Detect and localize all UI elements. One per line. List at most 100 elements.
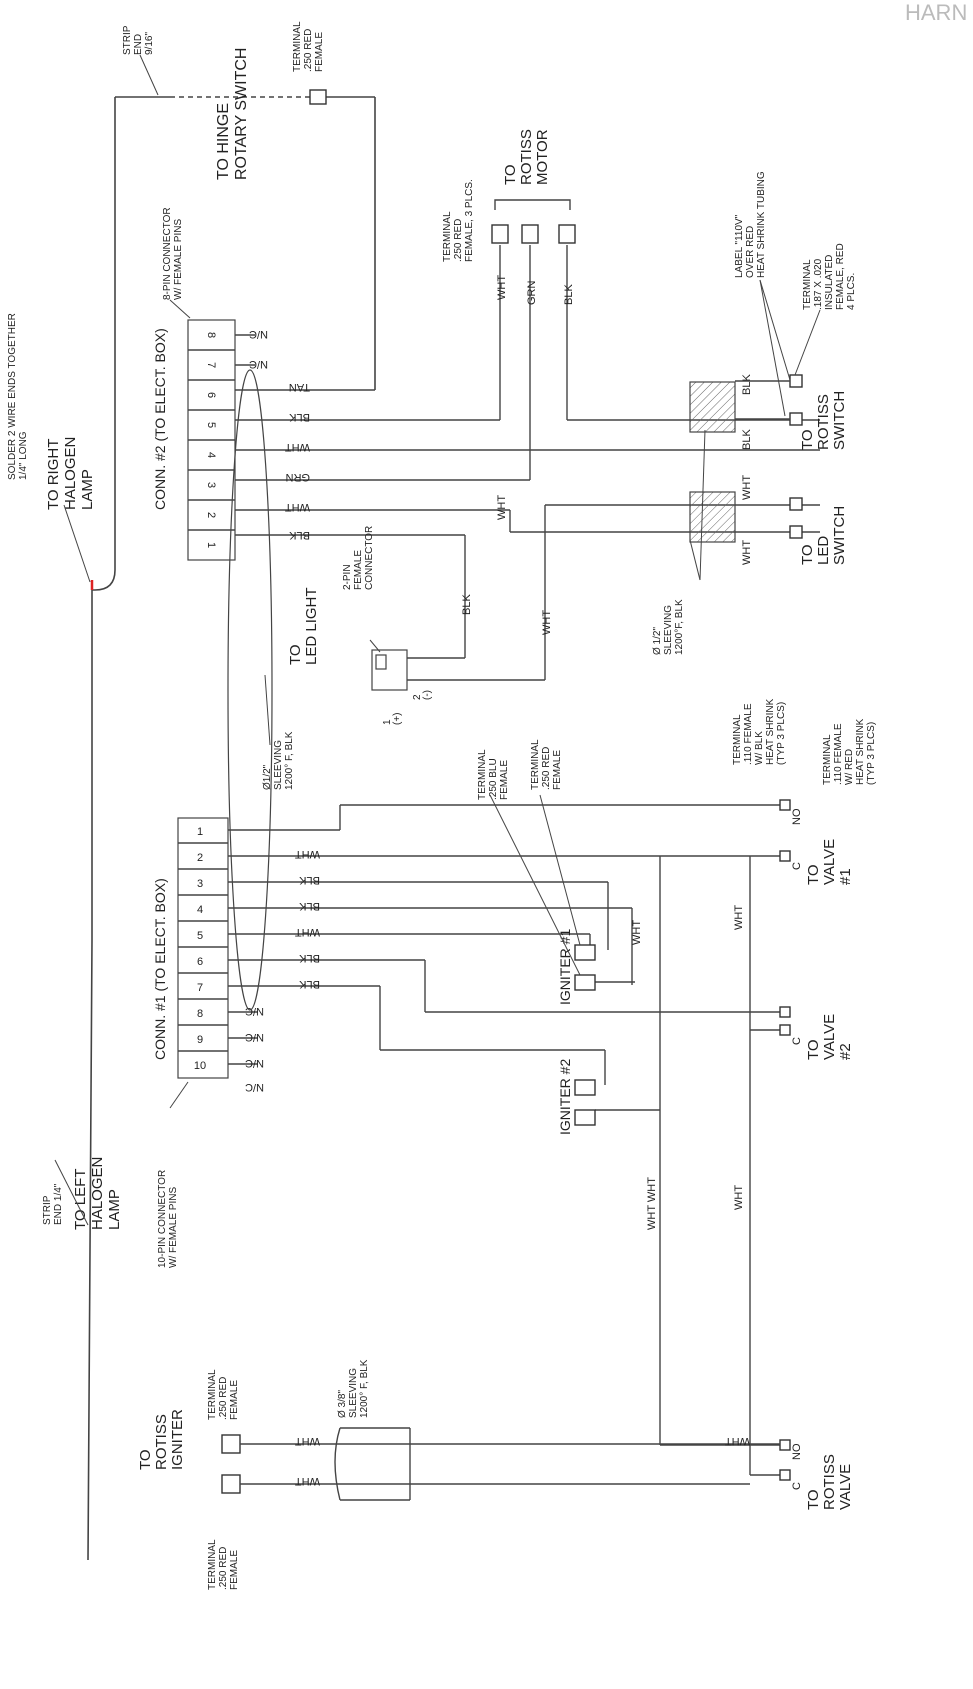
t110red-3: W/ RED [844, 749, 855, 785]
conn1-pin-9: 9 [197, 1034, 203, 1046]
conn1-wires: WHT BLK BLK WHT BLK BLK N/C N/C N/C N/C [228, 804, 780, 1476]
term-blu-2: .250 BLU [488, 758, 499, 800]
valve1-1: TO [805, 864, 822, 885]
sleeve38-1: Ø 3/8" [337, 1390, 348, 1418]
led-switch-3: SWITCH [831, 506, 848, 565]
conn1-pin-2: 2 [197, 852, 203, 864]
ri-wht-2: WHT [295, 1475, 320, 1487]
valve2-3: #2 [837, 1043, 854, 1060]
to-rotiss-motor-3: MOTOR [534, 129, 551, 185]
t110blk-2: .110 FEMALE [743, 703, 754, 765]
t110blk-3: W/ BLK [754, 731, 765, 765]
term-187-4: FEMALE, RED [835, 243, 846, 310]
conn1-pin-1: 1 [197, 826, 203, 838]
term-ri-bot-3: FEMALE [229, 1550, 240, 1590]
halogen-lamp-wires [87, 89, 376, 1561]
igniter2-terminals [574, 1079, 596, 1126]
right-lamp-3: LAMP [79, 469, 96, 510]
two-pin-2: FEMALE [353, 550, 364, 590]
conn2-wires: N/C N/C TAN BLK WHT GRN WHT BLK WHT GRN … [235, 245, 820, 681]
conn1-nc-8: N/C [245, 1005, 264, 1017]
rv-c: C [791, 1482, 803, 1490]
strip-end-bot-2: END 1/4" [53, 1183, 64, 1225]
rotiss-valve-terminals [779, 1439, 791, 1481]
rot-valve-3: VALVE [837, 1464, 854, 1510]
conn2-pin-2: 2 [205, 512, 217, 518]
pin1-plus: (+) [392, 713, 403, 726]
rotiss-switch-3: SWITCH [831, 391, 848, 450]
rot-valve-wht: WHT [733, 1185, 745, 1210]
term-187-3: INSULATED [824, 255, 835, 310]
t110red-5: (TYP 3 PLCS) [866, 722, 877, 785]
term-motor-3: FEMALE, 3 PLCS. [464, 179, 475, 262]
conn2-pin-7: 7 [205, 362, 217, 368]
rotiss-switch-terminals [735, 374, 803, 426]
valve2-1: TO [805, 1039, 822, 1060]
rot-ign-2: ROTISS [153, 1414, 170, 1470]
conn2-nc-8: N/C [249, 328, 268, 340]
sleeve38-2: SLEEVING [348, 1368, 359, 1418]
valve1-2: VALVE [821, 839, 838, 885]
conn1-pin-5: 5 [197, 930, 203, 942]
pin1: 1 [382, 719, 393, 725]
rot-sw-blk-1: BLK [741, 374, 753, 395]
rv-no-1: NO [791, 1443, 803, 1460]
igniter1-terminals [574, 944, 596, 991]
conn1-pin-10: 10 [194, 1060, 206, 1072]
label-110v-2: OVER RED [745, 226, 756, 278]
conn2-pin-6: 6 [205, 392, 217, 398]
conn2-pin-3: 3 [205, 482, 217, 488]
valve1-c: C [791, 862, 803, 870]
terminal-hinge-1: TERMINAL [292, 21, 303, 72]
term-red-ign-2: .250 RED [541, 747, 552, 790]
term-ri-top-1: TERMINAL [207, 1369, 218, 1420]
term-blu-1: TERMINAL [477, 749, 488, 800]
to-rotiss-motor-2: ROTISS [518, 129, 535, 185]
right-lamp-1: TO RIGHT [45, 439, 62, 510]
conn2-nc-7: N/C [249, 358, 268, 370]
conn1-wht-2: WHT [295, 848, 320, 860]
motor-grn: GRN [526, 281, 538, 306]
strip-end-top-3: 9/16" [144, 32, 155, 55]
led-2pin-connector [371, 649, 408, 691]
conn1-blk-3: BLK [299, 874, 320, 886]
left-lamp-3: LAMP [106, 1189, 123, 1230]
strip-end-top-1: STRIP [122, 25, 133, 55]
conn2-tan: TAN [289, 381, 310, 393]
t110red-4: HEAT SHRINK [855, 718, 866, 785]
terminal-hinge-3: FEMALE [314, 32, 325, 72]
term-187-1: TERMINAL [802, 259, 813, 310]
solder-2: 1/4" LONG [18, 431, 29, 480]
sleeve-a-3: 1200° F, BLK [284, 731, 295, 790]
term-blu-3: FEMALE [499, 760, 510, 800]
conn2-pin-8: 8 [205, 332, 217, 338]
sleeve38-3: 1200° F, BLK [359, 1359, 370, 1418]
conn1-pin-4: 4 [197, 904, 203, 916]
conn1-pin-6: 6 [197, 956, 203, 968]
sleeving-3-8 [334, 1427, 411, 1501]
conn2-blk-5: BLK [289, 411, 310, 423]
rot-ign-3: IGNITER [169, 1409, 186, 1470]
rotiss-switch-1: TO [799, 429, 816, 450]
rv-wht: WHT [725, 1435, 750, 1447]
t110blk-5: (TYP 3 PLCS) [776, 702, 787, 765]
sleeve-b-3: 1200°F, BLK [674, 599, 685, 655]
sleeve-b-1: Ø 1/2" [652, 627, 663, 655]
rotiss-igniter [221, 1427, 780, 1501]
igniter1-label: IGNITER #1 [557, 929, 573, 1005]
conn2-wht-4: WHT [285, 441, 310, 453]
led-light-blk: BLK [461, 594, 473, 615]
motor-blk: BLK [563, 284, 575, 305]
conn1-nc-9: N/C [245, 1031, 264, 1043]
heat-shrink-rotiss [689, 381, 736, 433]
sleeve-b-2: SLEEVING [663, 605, 674, 655]
to-hinge-1: TO HINGE [215, 103, 232, 180]
conn1-blk-4: BLK [299, 900, 320, 912]
sleeving-half-inch [227, 369, 273, 1011]
corner-title: HARN [905, 0, 967, 25]
right-lamp-2: HALOGEN [62, 437, 79, 510]
strip-end-bot-1: STRIP [42, 1195, 53, 1225]
valve1-3: #1 [837, 868, 854, 885]
conn1-wht-5: WHT [295, 926, 320, 938]
